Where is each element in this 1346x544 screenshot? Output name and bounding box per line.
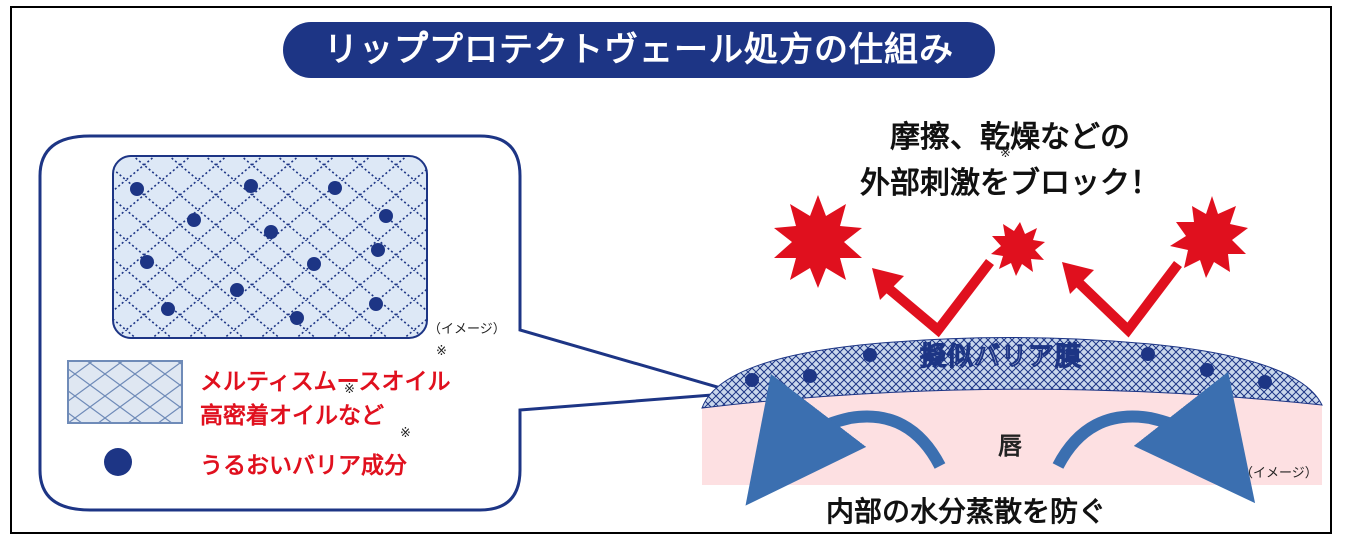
outer-frame — [10, 6, 1332, 534]
legend-mesh-label-line2: 高密着オイルなど — [200, 403, 384, 429]
deflection-arrowheads — [872, 262, 1094, 300]
legend-dot-mark: ※ — [400, 426, 411, 441]
top-message-line1: 摩擦、乾燥などの — [890, 120, 1130, 155]
mesh-panel-dots — [130, 179, 393, 325]
legend-mesh-mark1: ※ — [436, 344, 447, 359]
page-title: リップ゚プロテクトヴェール処方の仕組み — [283, 22, 995, 78]
stimulus-burst-icon — [774, 195, 1248, 288]
barrier-label: 擬似バリア膜 — [919, 342, 1083, 373]
lip-label: 唇 — [998, 432, 1022, 460]
mesh-panel — [112, 155, 428, 339]
legend-dot-label: うるおいバリア成分 — [200, 453, 407, 479]
moisture-arrows — [745, 371, 1256, 506]
bottom-message: 内部の水分蒸散を防ぐ — [826, 495, 1107, 528]
legend-mesh-mark2: ※ — [344, 382, 355, 397]
image-note-right: （イメージ） — [1240, 466, 1318, 481]
legend-mesh-swatch — [67, 360, 183, 424]
legend-mesh-label-line1: メルティスムースオイル — [200, 369, 451, 395]
legend-dot — [104, 448, 132, 476]
top-message-mark: ※ — [1000, 146, 1011, 161]
deflection-arrows — [884, 258, 1182, 338]
top-message-line2: 外部刺激をブロック！ — [860, 166, 1160, 201]
image-note-left: （イメージ） — [428, 322, 506, 337]
